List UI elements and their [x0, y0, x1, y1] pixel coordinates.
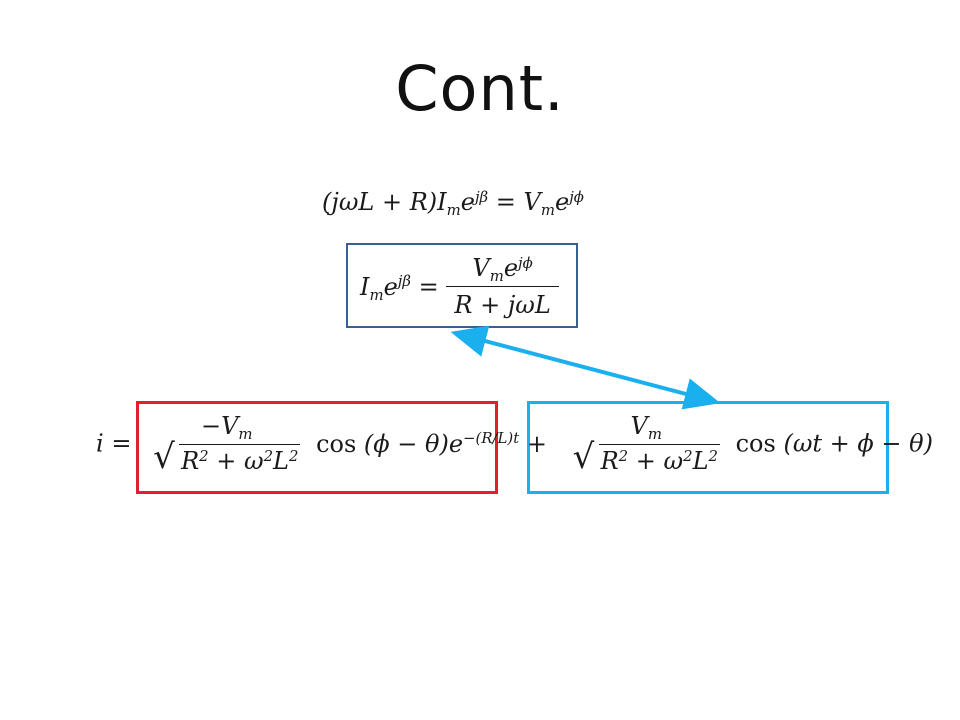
- box-steady-state-term: [527, 401, 889, 494]
- slide-title: Cont.: [395, 52, 565, 125]
- equation-phasor-solution: Imejβ = Vmejϕ R + jωL: [360, 254, 559, 319]
- equation-current: i = −Vm √R2 + ω2L2 cos (ϕ − θ)e−(R/L)t +…: [96, 412, 933, 477]
- equation-phasor-relation: (jωL + R)Imejβ = Vmejϕ: [322, 187, 584, 220]
- box-transient-term: [136, 401, 498, 494]
